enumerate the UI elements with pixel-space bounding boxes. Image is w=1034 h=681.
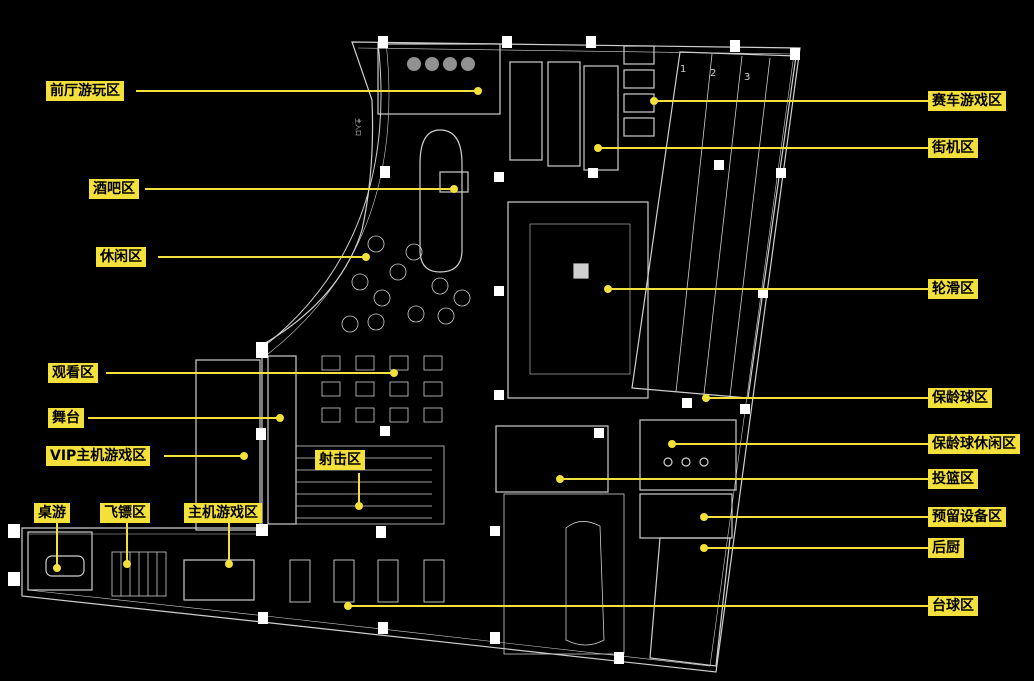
label-console-games: 主机游戏区 bbox=[184, 503, 262, 523]
skating-hall bbox=[507, 201, 649, 399]
racing-pod bbox=[623, 69, 655, 89]
label-stage: 舞台 bbox=[48, 408, 84, 428]
kitchen-room bbox=[649, 537, 731, 667]
lane-number: 3 bbox=[744, 72, 750, 83]
label-basketball: 投篮区 bbox=[928, 469, 978, 489]
lane-number: 1 bbox=[680, 64, 686, 75]
leader-lines bbox=[53, 87, 928, 610]
label-viewing: 观看区 bbox=[48, 363, 98, 383]
label-shooting: 射击区 bbox=[315, 450, 365, 470]
label-board-games: 桌游 bbox=[34, 503, 70, 523]
billiard-tables bbox=[289, 559, 445, 603]
label-lounge: 休闲区 bbox=[96, 247, 146, 267]
label-billiards: 台球区 bbox=[928, 596, 978, 616]
viewing-seats bbox=[321, 355, 443, 423]
stage-block bbox=[267, 355, 297, 525]
board-game-room bbox=[27, 531, 93, 591]
label-lobby-play: 前厅游玩区 bbox=[46, 81, 124, 101]
console-stations bbox=[183, 559, 255, 601]
bowling-lounge bbox=[639, 419, 737, 491]
label-vip-console: VIP主机游戏区 bbox=[46, 446, 151, 466]
arcade-area bbox=[583, 65, 619, 171]
label-bowling-lounge: 保龄球休闲区 bbox=[928, 434, 1020, 454]
label-reserved-equipment: 预留设备区 bbox=[928, 507, 1006, 527]
lobby-room bbox=[377, 43, 501, 115]
dart-lanes bbox=[111, 551, 167, 597]
lane-number: 2 bbox=[710, 68, 716, 79]
label-back-kitchen: 后厨 bbox=[928, 538, 964, 558]
inner-outline bbox=[27, 47, 795, 667]
bar-oval bbox=[419, 129, 463, 273]
label-racing: 赛车游戏区 bbox=[928, 91, 1006, 111]
racing-pod bbox=[623, 93, 655, 113]
label-bar: 酒吧区 bbox=[89, 179, 139, 199]
curved-facade bbox=[261, 41, 382, 349]
track-area bbox=[503, 493, 625, 655]
label-arcade: 街机区 bbox=[928, 138, 978, 158]
lounge-tables bbox=[341, 235, 471, 333]
lobby-tables bbox=[407, 57, 475, 71]
entrance-mark: 主入口 bbox=[354, 118, 362, 136]
basketball-area bbox=[495, 425, 609, 493]
columns bbox=[8, 36, 800, 664]
racing-pod bbox=[623, 45, 655, 65]
racing-pod bbox=[623, 117, 655, 137]
label-skating: 轮滑区 bbox=[928, 279, 978, 299]
label-bowling: 保龄球区 bbox=[928, 388, 992, 408]
label-darts: 飞镖区 bbox=[100, 503, 150, 523]
